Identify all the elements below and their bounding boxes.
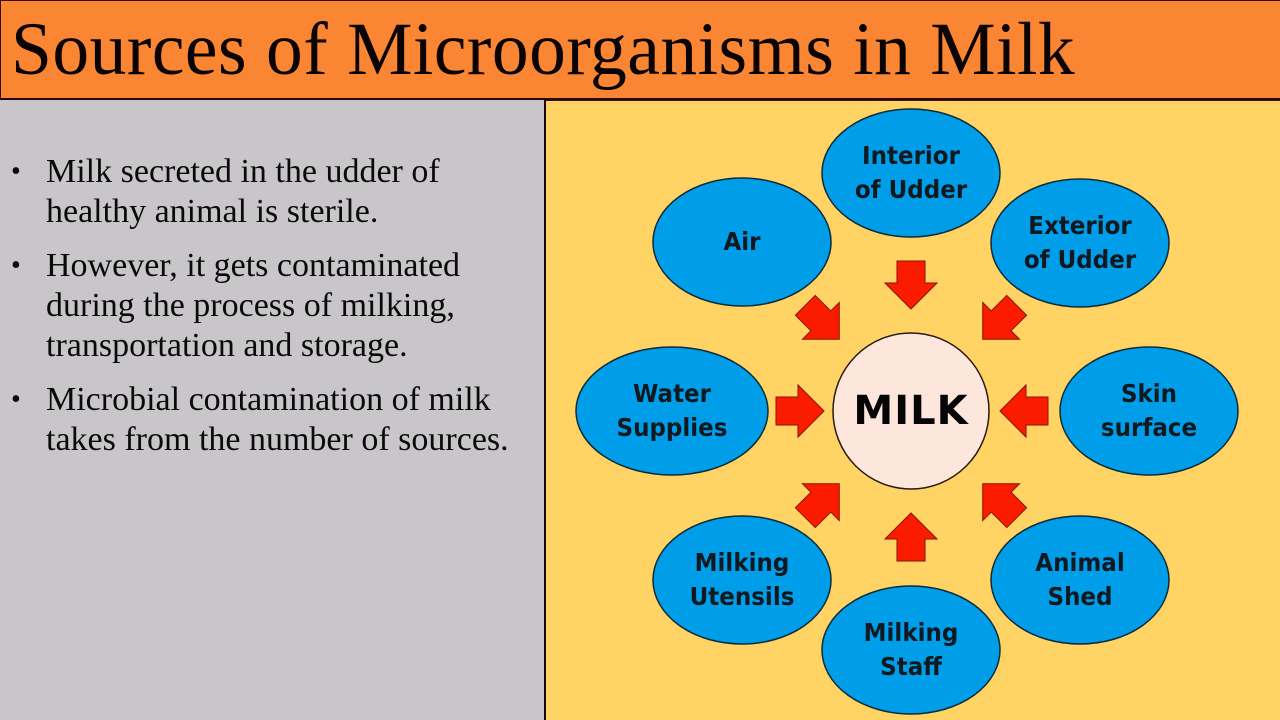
bullet-item: • However, it gets contaminated during t… [0, 246, 544, 366]
arrow-from-bottom-left-icon [786, 464, 859, 537]
arrow-from-top-right-icon [963, 286, 1036, 359]
bullet-text: Microbial contamination of milk takes fr… [46, 381, 509, 458]
title-bar: Sources of Microorganisms in Milk [0, 0, 1280, 100]
bullet-icon: • [11, 384, 21, 415]
arrow-from-bottom-right-icon [963, 464, 1036, 537]
bullet-text: Milk secreted in the udder of healthy an… [46, 153, 440, 230]
oval-skin-surface [1059, 346, 1239, 476]
milk-label: MILK [853, 388, 969, 434]
arrow-from-right-icon [999, 384, 1049, 438]
arrow-from-left-icon [775, 384, 825, 438]
oval-animal-shed [990, 515, 1170, 645]
bullet-panel: • Milk secreted in the udder of healthy … [0, 100, 544, 720]
oval-exterior-of-udder [990, 178, 1170, 308]
label-air: Air [723, 227, 761, 256]
slide-title: Sources of Microorganisms in Milk [11, 8, 1076, 91]
oval-water-supplies [575, 346, 769, 476]
diagram-canvas [575, 108, 1239, 715]
arrow-from-top-icon [884, 260, 938, 310]
bullet-icon: • [11, 156, 21, 187]
bullet-list: • Milk secreted in the udder of healthy … [0, 152, 544, 474]
bullet-item: • Milk secreted in the udder of healthy … [0, 152, 544, 232]
milk-circle [832, 332, 990, 490]
oval-air [652, 177, 832, 307]
bullet-item: • Microbial contamination of milk takes … [0, 380, 544, 460]
bullet-icon: • [11, 250, 21, 281]
oval-milking-utensils [652, 515, 832, 645]
arrow-from-bottom-icon [884, 512, 938, 562]
oval-interior-of-udder [821, 108, 1001, 238]
arrow-from-top-left-icon [786, 286, 859, 359]
oval-milking-staff [821, 585, 1001, 715]
bullet-text: However, it gets contaminated during the… [46, 247, 461, 364]
